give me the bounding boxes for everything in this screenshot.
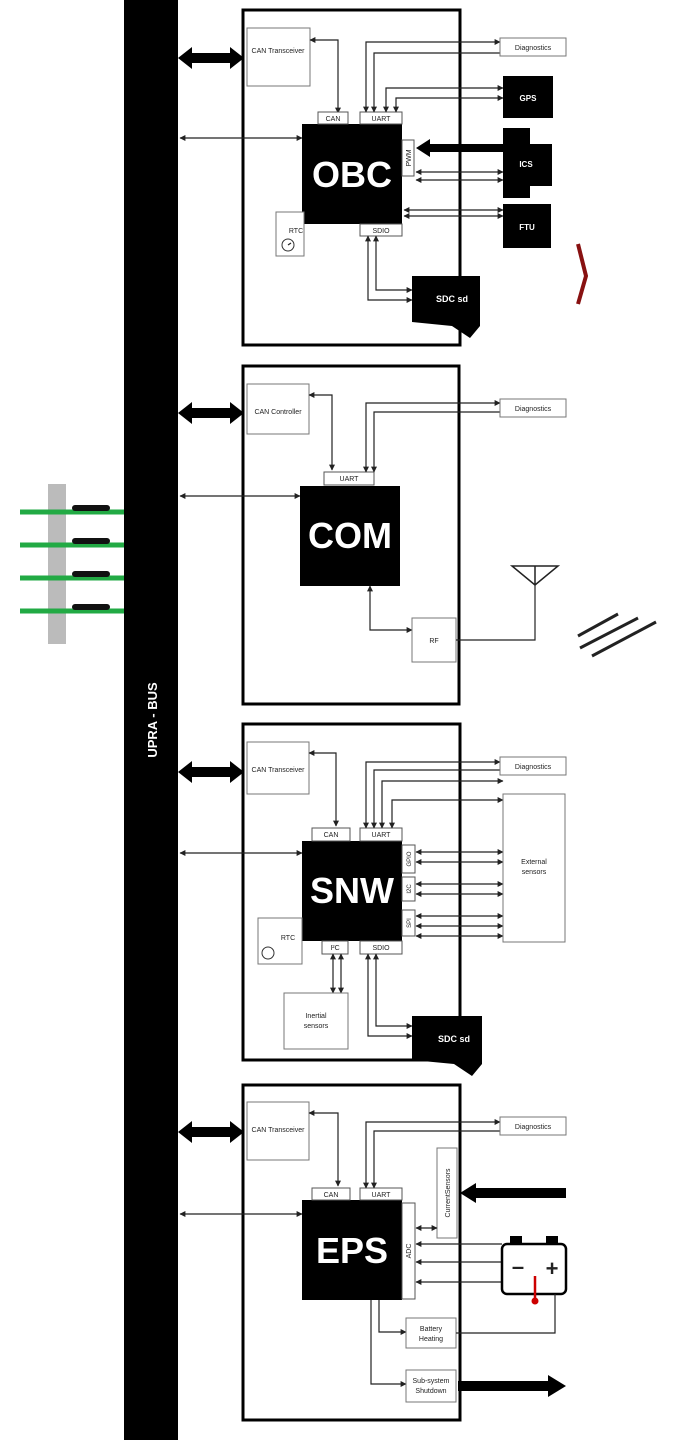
eps-bus-arrow — [178, 1121, 244, 1143]
battery-icon: – + — [500, 1236, 568, 1296]
obc-title: OBC — [312, 154, 392, 195]
eps-port-uart: UART — [372, 1192, 392, 1199]
com-subsystem: CAN Controller COM UART Diagnostics RF — [178, 364, 657, 706]
pcb-connector-icon — [20, 484, 125, 644]
snw-port-can: CAN — [324, 832, 339, 839]
snw-clock-icon — [261, 946, 275, 960]
eps-subsystem: CAN Transceiver EPS CAN UART ADC Diagnos… — [178, 1083, 568, 1422]
obc-port-pwm: PWM — [406, 149, 413, 166]
snw-external-sensors-line2: sensors — [522, 869, 547, 876]
battery-minus: – — [512, 1254, 524, 1279]
obc-subsystem: CAN Transceiver OBC CAN UART PWM SDIO RT… — [178, 8, 589, 347]
eps-battery-heating-line1: Battery — [420, 1326, 443, 1333]
snw-port-spi: SPI — [407, 918, 413, 928]
eps-title: EPS — [316, 1230, 388, 1271]
eps-current-sensors: CurrentSensors — [445, 1168, 452, 1218]
antenna-icon — [509, 565, 561, 586]
obc-can-block-label: CAN Transceiver — [252, 48, 306, 55]
eps-port-adc: ADC — [406, 1244, 413, 1259]
eps-can-block-label: CAN Transceiver — [252, 1127, 306, 1134]
snw-inertial-sensors-line2: sensors — [304, 1023, 329, 1030]
snw-inertial-sensors-line1: Inertial — [305, 1013, 326, 1020]
snw-port-i2c-bottom: I²C — [330, 945, 339, 952]
com-bus-arrow — [178, 402, 244, 424]
snw-sd-card-icon — [412, 1016, 482, 1076]
snw-title: SNW — [310, 870, 394, 911]
upra-bus-bar — [124, 0, 178, 1440]
snw-sd-label: SDC sd — [438, 1034, 470, 1044]
ics-module — [503, 128, 552, 198]
obc-mcu — [302, 124, 402, 224]
obc-port-sdio: SDIO — [372, 228, 390, 235]
eps-mcu — [302, 1200, 402, 1300]
snw-port-gpio: GPIO — [407, 851, 413, 866]
gps-label: GPS — [520, 94, 538, 103]
eps-subsystem-shutdown-line2: Shutdown — [415, 1388, 446, 1395]
obc-bus-arrow — [178, 47, 244, 69]
com-port-uart: UART — [340, 476, 360, 483]
ftu-module — [503, 204, 551, 248]
eps-battery-heating-line2: Heating — [419, 1336, 443, 1343]
thermometer-icon — [531, 1276, 539, 1305]
antenna-fragment-icon — [576, 243, 589, 305]
obc-sd-card-icon — [412, 276, 480, 338]
eps-input-power-arrow — [460, 1183, 566, 1203]
eps-subsystem-shutdown-line1: Sub-system — [413, 1378, 450, 1385]
com-mcu — [300, 486, 400, 586]
eps-port-can: CAN — [324, 1192, 339, 1199]
snw-bus-arrow — [178, 761, 244, 783]
ics-label: ICS — [519, 160, 533, 169]
snw-can-block-label: CAN Transceiver — [252, 767, 306, 774]
snw-external-sensors-line1: External — [521, 859, 547, 866]
bus-label: UPRA - BUS — [145, 682, 160, 758]
obc-port-can: CAN — [326, 116, 341, 123]
gps-module — [503, 76, 553, 118]
battery-plus: + — [546, 1256, 559, 1281]
obc-sd-label: SDC sd — [436, 294, 468, 304]
obc-rtc-label: RTC — [289, 228, 303, 235]
snw-port-sdio: SDIO — [372, 945, 390, 952]
ics-command-arrow — [416, 139, 503, 157]
snw-mcu — [302, 841, 402, 941]
snw-port-i2c: I2C — [407, 884, 413, 894]
antenna-waves-icon — [577, 612, 657, 658]
snw-subsystem: CAN Transceiver SNW CAN UART GPIO I2C SP… — [178, 722, 567, 1076]
eps-diagnostics: Diagnostics — [515, 1124, 552, 1131]
com-can-block-label: CAN Controller — [254, 409, 302, 416]
obc-diagnostics: Diagnostics — [515, 45, 552, 52]
obc-port-uart: UART — [372, 116, 392, 123]
com-rf-label: RF — [429, 638, 438, 645]
ftu-label: FTU — [519, 223, 535, 232]
com-title: COM — [308, 515, 392, 556]
snw-port-uart: UART — [372, 832, 392, 839]
com-diagnostics: Diagnostics — [515, 406, 552, 413]
snw-diagnostics: Diagnostics — [515, 764, 552, 771]
eps-output-power-arrow — [458, 1375, 566, 1397]
snw-rtc-label: RTC — [281, 935, 295, 942]
